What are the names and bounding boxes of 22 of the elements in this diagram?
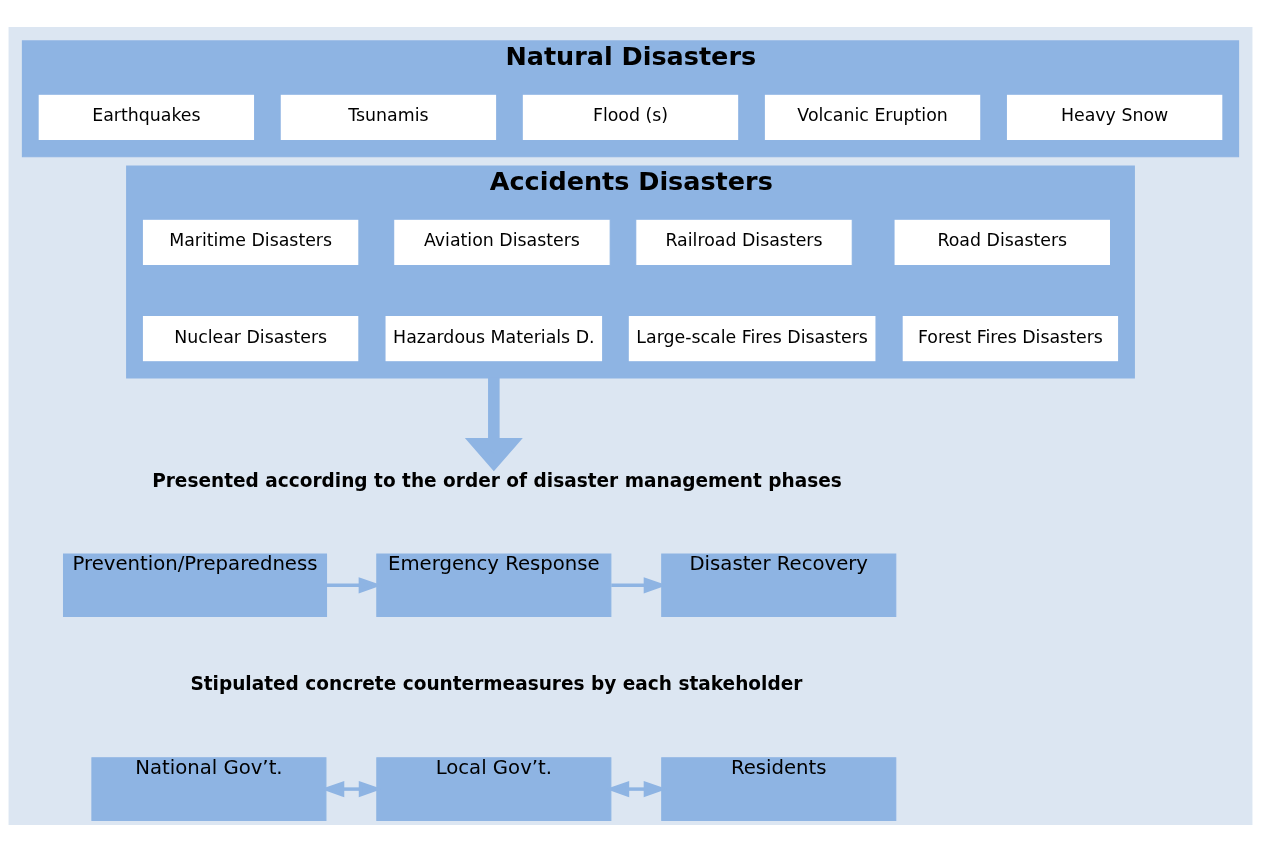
node-box: Earthquakes [37,93,256,142]
node-box: Maritime Disasters [141,218,360,267]
node-box: Road Disasters [893,218,1112,267]
node-box: Residents [661,757,897,821]
node-box: Aviation Disasters [393,218,611,267]
node-box: Railroad Disasters [635,218,853,267]
node-text: Presented according to the order of disaster management phases [152,469,842,491]
node-box: Nuclear Disasters [141,314,360,363]
node-box: Emergency Response [376,553,612,618]
node-box: Heavy Snow [1005,93,1224,142]
node-box: Tsunamis [279,93,498,142]
node-box: Large-scale Fires Disasters [627,314,877,363]
node-box: Disaster Recovery [661,553,897,618]
arrow [464,377,523,472]
node-box: Prevention/Preparedness [63,553,328,618]
label: Stipulated concrete countermeasures by each stakeholder [190,673,803,695]
node-box: Local Gov’t. [376,757,612,821]
node-box: Hazardous Materials D. [384,314,604,363]
node-box: Volcanic Eruption [763,93,982,142]
node-box: National Gov’t. [91,757,327,821]
node-box: Forest Fires Disasters [901,314,1120,363]
node-box: Flood (s) [521,93,740,142]
